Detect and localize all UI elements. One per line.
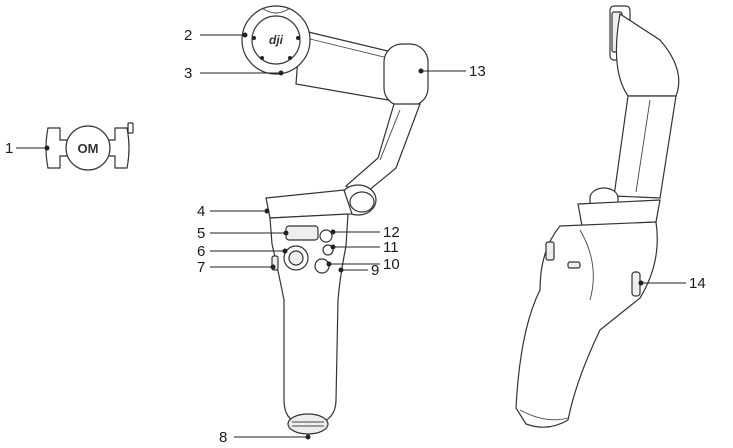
base-texture: [292, 421, 324, 427]
clamp-right-tab: [127, 122, 134, 134]
mount-screw-right: [296, 36, 300, 40]
side-handle-contour: [579, 229, 594, 301]
handle-top-plate: [265, 189, 353, 219]
leader-14-dot: [638, 280, 644, 286]
callout-4: 4: [197, 203, 205, 220]
magnetic-phone-clamp: OM 1: [5, 122, 134, 171]
callout-14: 14: [689, 275, 706, 292]
side-base-edge: [519, 409, 569, 421]
joystick: [288, 250, 304, 266]
callout-11: 11: [383, 239, 399, 256]
leader-8-dot: [305, 434, 311, 440]
callout-5: 5: [197, 225, 205, 242]
zoom-wheel: [314, 258, 330, 274]
callout-10: 10: [383, 256, 400, 273]
side-extension-rod: [613, 95, 677, 199]
phone-mount-inner: [251, 15, 301, 65]
leader-6-dot: [282, 248, 288, 254]
leader-3-dot: [278, 70, 284, 76]
side-handle-body: [515, 221, 658, 428]
m-button: [319, 229, 333, 243]
callout-6: 6: [197, 243, 205, 260]
shutter-button: [322, 244, 334, 256]
mount-screw-lower-right: [288, 56, 292, 60]
clamp-magnet-disc: [65, 125, 111, 171]
pan-motor-cap: [349, 191, 375, 213]
callout-12: 12: [383, 224, 400, 241]
roll-motor: [383, 43, 429, 107]
mount-screw-lower-left: [260, 56, 264, 60]
tripod-mount-base: [287, 413, 329, 435]
leader-2-dot: [242, 32, 248, 38]
callout-13: 13: [469, 63, 486, 80]
leader-10-dot: [326, 261, 332, 267]
status-led-panel: [285, 225, 319, 241]
arm-edge-line: [305, 37, 389, 59]
callout-1: 1: [5, 140, 13, 157]
rod-edge-line: [379, 109, 401, 161]
leader-12-dot: [330, 229, 336, 235]
callout-7: 7: [197, 259, 205, 276]
leader-5-dot: [283, 230, 289, 236]
om-logo: OM: [78, 141, 99, 156]
side-trigger-button: [567, 261, 581, 269]
callout-2: 2: [184, 27, 192, 44]
gimbal-side-view: 14: [515, 5, 706, 428]
leader-4-dot: [264, 208, 270, 214]
clamp-left-arm: [45, 127, 69, 169]
side-buttons: [545, 241, 555, 261]
callout-3: 3: [184, 65, 192, 82]
leader-1-dot: [44, 145, 50, 151]
leader-13-dot: [418, 68, 424, 74]
leader-11-dot: [330, 244, 336, 250]
handle-body: [269, 213, 349, 425]
mount-screw-left: [252, 36, 256, 40]
side-roll-motor: [615, 13, 680, 97]
extension-rod: [344, 103, 421, 197]
leader-7-dot: [270, 264, 276, 270]
leader-9-dot: [338, 267, 344, 273]
callout-9: 9: [371, 262, 379, 279]
dji-logo: dji: [269, 33, 284, 47]
mount-notch: [261, 7, 291, 14]
gimbal-front-view: dji 2 3 4: [184, 5, 486, 446]
side-rod-edge: [635, 99, 651, 193]
callout-8: 8: [219, 429, 227, 446]
